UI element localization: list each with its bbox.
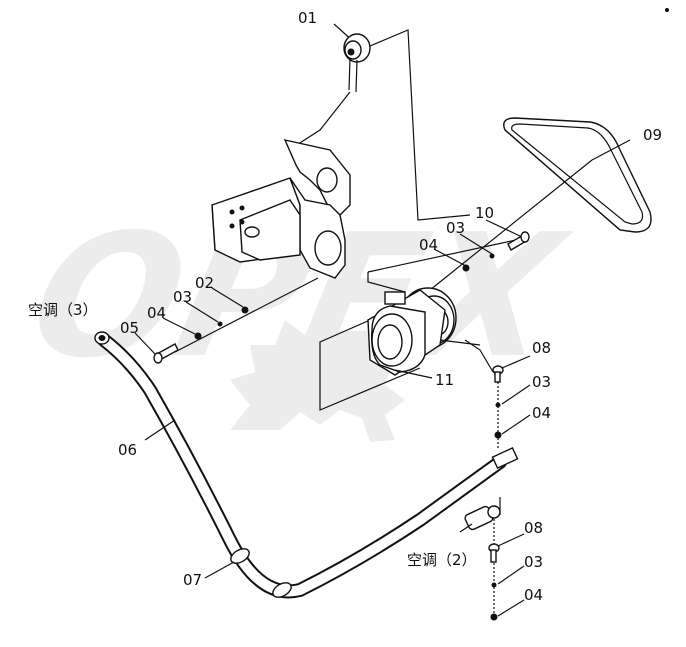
- callout-03-left: 03: [173, 288, 192, 306]
- compressor-bracket: [211, 139, 351, 279]
- callout-04-right: 04: [532, 404, 551, 422]
- callout-10: 10: [475, 204, 494, 222]
- watermark-gear-icon: [230, 315, 405, 442]
- callout-08-lower: 08: [524, 519, 543, 537]
- fastener-stack-upper-right: [367, 219, 530, 293]
- callout-04-upper: 04: [419, 236, 438, 254]
- callout-03-lower: 03: [524, 553, 543, 571]
- fitting-ac2: [459, 497, 501, 533]
- label-ac2: 空调（2）: [407, 551, 477, 569]
- part-06-hose: [94, 331, 519, 599]
- part-11-compressor: [367, 287, 494, 379]
- fastener-stack-right: [492, 355, 531, 450]
- callout-04-left: 04: [147, 304, 166, 322]
- part-01-grommet: [291, 23, 471, 221]
- callout-08-upper: 08: [532, 339, 551, 357]
- fastener-stack-lower: [488, 515, 525, 621]
- part-07-clamps: [204, 548, 292, 598]
- callout-03-upper: 03: [446, 219, 465, 237]
- callout-04-lower: 04: [524, 586, 543, 604]
- callout-02: 02: [195, 274, 214, 292]
- callout-09: 09: [643, 126, 662, 144]
- corner-mark: [665, 8, 669, 12]
- callout-05: 05: [120, 319, 139, 337]
- callout-03-right: 03: [532, 373, 551, 391]
- callout-11: 11: [435, 371, 454, 389]
- fastener-stack-left: [134, 277, 319, 364]
- callout-07: 07: [183, 571, 202, 589]
- callout-06: 06: [118, 441, 137, 459]
- label-ac3: 空调（3）: [28, 301, 98, 319]
- callout-01: 01: [298, 9, 317, 27]
